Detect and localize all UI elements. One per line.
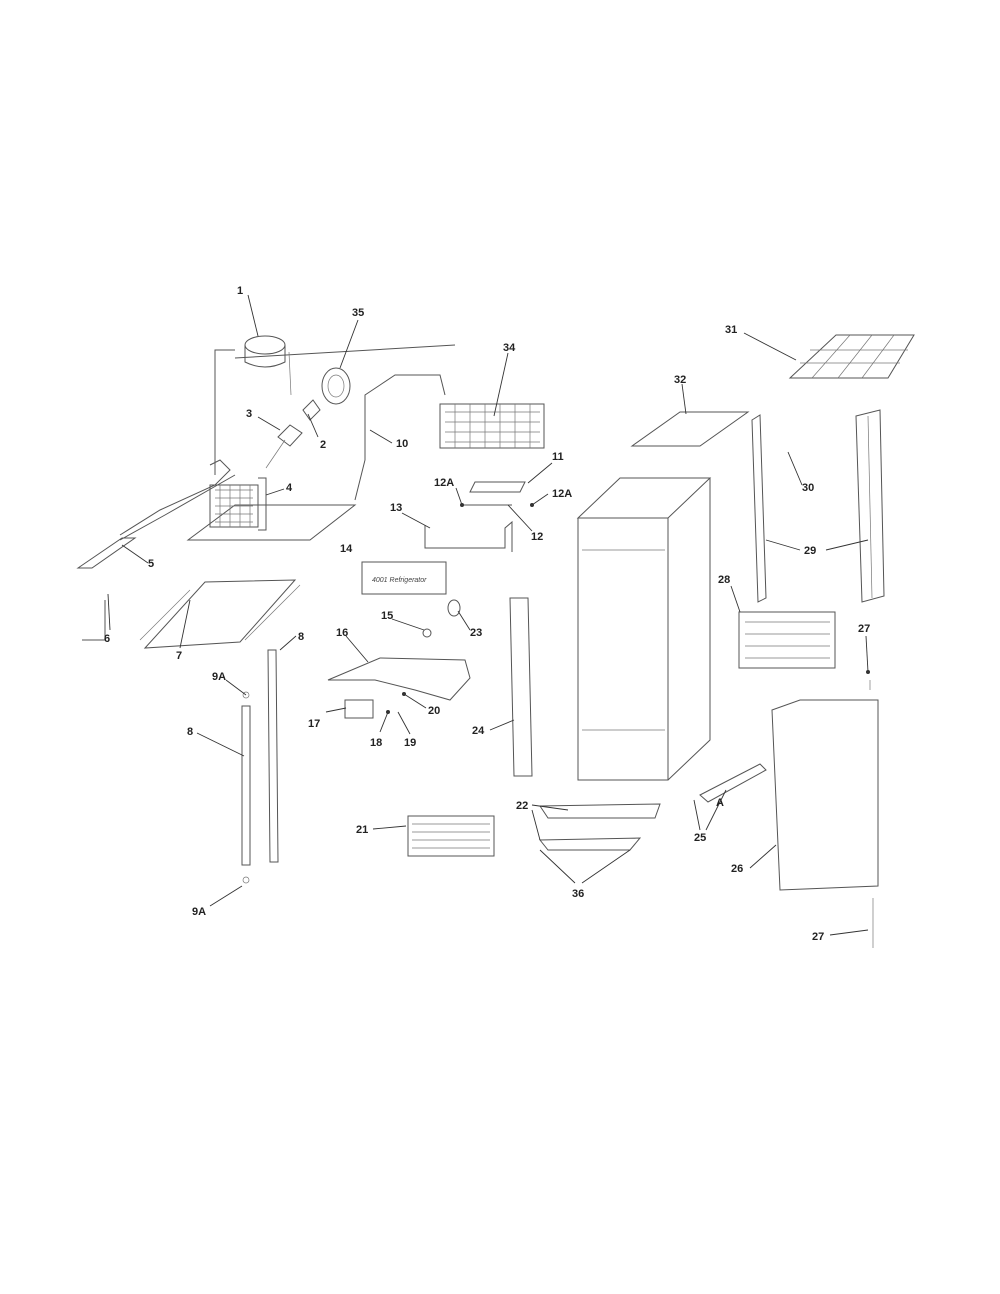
callout-4: 4 <box>286 482 293 494</box>
callout-5: 5 <box>148 558 154 570</box>
control-housing <box>327 599 471 719</box>
callout-2: 2 <box>320 439 326 451</box>
side-rail-29-left <box>751 414 767 603</box>
base-pan-assembly <box>76 344 456 569</box>
top-cover-32 <box>630 411 750 447</box>
callout-8-left: 8 <box>187 726 193 738</box>
callout-30: 30 <box>802 482 814 494</box>
liner-cabinet <box>576 477 712 781</box>
side-rail-left <box>267 649 279 863</box>
callout-12: 12 <box>531 531 543 543</box>
callout-14: 14 <box>340 543 353 555</box>
callout-35: 35 <box>352 307 364 319</box>
condenser-fan-blade <box>321 367 351 405</box>
callout-9A-top: 9A <box>212 671 226 683</box>
callout-19: 19 <box>404 737 416 749</box>
callout-13: 13 <box>390 502 402 514</box>
callout-6: 6 <box>104 633 110 645</box>
callout-20: 20 <box>428 705 440 717</box>
callout-3: 3 <box>246 408 252 420</box>
fan-motor <box>265 399 321 469</box>
drain-tube <box>82 600 106 641</box>
callout-27-bottom: 27 <box>812 931 824 943</box>
callout-21: 21 <box>356 824 368 836</box>
louver-panel <box>407 815 495 857</box>
callout-7: 7 <box>176 650 182 662</box>
grille <box>738 611 836 669</box>
evaporator-coil <box>439 403 545 449</box>
callout-24: 24 <box>472 725 485 737</box>
info-plate-text: 4001 Refrigerator <box>372 577 427 584</box>
callout-8-right: 8 <box>298 631 304 643</box>
condenser-coil <box>209 477 267 531</box>
callout-labels: 1 35 3 2 4 34 10 31 32 11 12A 12A 12 13 … <box>104 285 870 943</box>
callout-29: 29 <box>804 545 816 557</box>
callout-22: 22 <box>516 800 528 812</box>
callout-A: A <box>716 797 724 809</box>
leader-dots <box>386 503 870 714</box>
callout-9A-bottom: 9A <box>192 906 206 918</box>
callout-25: 25 <box>694 832 706 844</box>
bottom-plate <box>139 579 301 649</box>
duct-13 <box>424 520 513 552</box>
light-tube <box>241 691 251 884</box>
callout-16: 16 <box>336 627 348 639</box>
door-panel <box>771 699 879 891</box>
info-plate: 4001 Refrigerator <box>361 561 447 595</box>
callout-12A-right: 12A <box>552 488 572 500</box>
leader-lines <box>107 294 874 948</box>
callout-34: 34 <box>503 342 516 354</box>
callout-11: 11 <box>552 451 564 463</box>
wire-shelf <box>788 334 915 379</box>
callout-15: 15 <box>381 610 393 622</box>
callout-10: 10 <box>396 438 408 450</box>
rail-24 <box>509 597 533 777</box>
callout-1: 1 <box>237 285 243 297</box>
callout-23: 23 <box>470 627 482 639</box>
shelf-brackets <box>538 803 661 851</box>
defrost-tube <box>469 481 526 493</box>
compressor <box>244 335 292 396</box>
callout-36: 36 <box>572 888 584 900</box>
callout-26: 26 <box>731 863 743 875</box>
hinge-rail-25 <box>699 763 767 803</box>
callout-28: 28 <box>718 574 730 586</box>
callout-18: 18 <box>370 737 382 749</box>
callout-12A-left: 12A <box>434 477 454 489</box>
callout-31: 31 <box>725 324 737 336</box>
side-rail-29-right <box>855 409 885 603</box>
callout-32: 32 <box>674 374 686 386</box>
callout-27-top: 27 <box>858 623 870 635</box>
callout-17: 17 <box>308 718 320 730</box>
